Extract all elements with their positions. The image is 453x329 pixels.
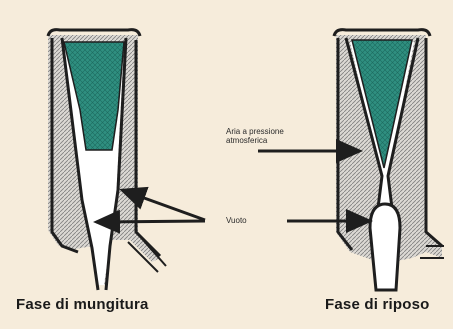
right-vacuum-bulb xyxy=(370,204,400,290)
caption-rest-phase: Fase di riposo xyxy=(325,296,430,313)
vacuum-label: Vuoto xyxy=(226,216,247,225)
air-pressure-label-line1: Aria a pressione xyxy=(226,127,284,136)
air-pressure-label: Aria a pressione atmosferica xyxy=(226,127,284,145)
left-teat-cup xyxy=(48,30,166,290)
right-teat-cup xyxy=(334,30,444,290)
caption-milking-phase: Fase di mungitura xyxy=(16,296,149,313)
vacuum-arrow-left-lower xyxy=(96,221,205,222)
air-pressure-label-line2: atmosferica xyxy=(226,136,284,145)
